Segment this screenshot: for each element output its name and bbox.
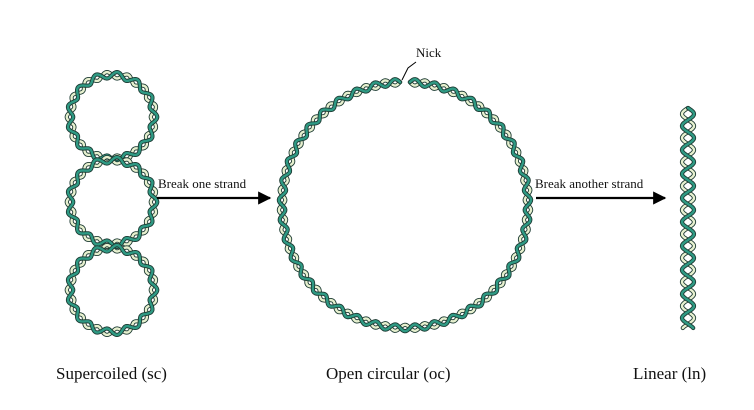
nick-label: Nick <box>416 45 442 60</box>
linear-strand-teal <box>680 106 696 330</box>
open-circular-caption: Open circular (oc) <box>326 364 451 383</box>
open-circular-dna-icon <box>276 61 534 334</box>
supercoiled-dna-icon <box>64 70 160 337</box>
nick-pointer-line <box>401 61 417 81</box>
supercoil-ring-top <box>64 70 160 164</box>
linear-caption: Linear (ln) <box>633 364 707 383</box>
break-another-strand-label: Break another strand <box>535 176 644 191</box>
strand-light <box>277 79 533 332</box>
supercoil-ring-bottom <box>64 243 160 337</box>
strand-teal <box>277 78 533 333</box>
open-circle-ring <box>276 77 534 334</box>
supercoil-ring-middle <box>64 155 160 249</box>
break-one-strand-label: Break one strand <box>158 176 247 191</box>
supercoiled-caption: Supercoiled (sc) <box>56 364 167 383</box>
strand-teal <box>66 243 159 337</box>
strand-teal <box>66 155 159 249</box>
linear-dna-icon <box>679 105 697 331</box>
